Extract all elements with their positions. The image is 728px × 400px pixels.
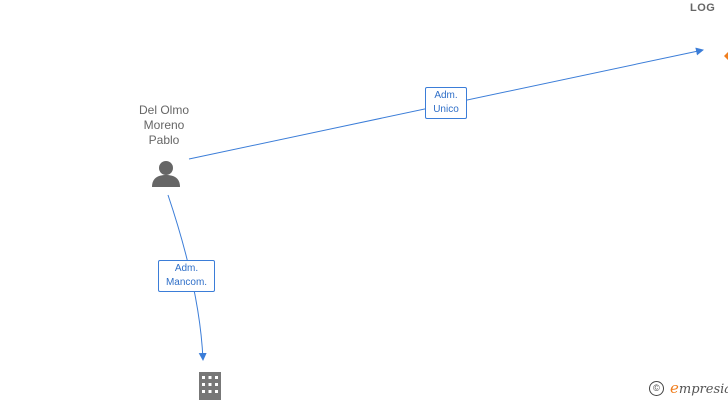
person-name-line: Moreno — [143, 118, 185, 132]
relation-label-adm-mancom: Adm. Mancom. — [158, 260, 215, 292]
person-name-line: Pablo — [148, 133, 180, 147]
brand-rest: mpresia — [678, 382, 728, 397]
person-icon[interactable] — [152, 161, 180, 187]
brand-name: empresia — [670, 379, 728, 397]
copyright-icon: © — [649, 380, 664, 396]
relation-label-adm-unico: Adm. Unico — [425, 87, 467, 119]
relation-label-line: Mancom. — [165, 277, 208, 288]
company-name-top[interactable]: LOG — [690, 2, 716, 14]
brand-initial: e — [670, 379, 679, 397]
relation-label-line: Adm. — [174, 263, 199, 274]
relation-label-line: Adm. — [434, 90, 458, 101]
company-marker-icon[interactable] — [724, 52, 728, 60]
person-name[interactable]: Del Olmo Moreno Pablo — [124, 103, 204, 148]
relation-label-line: Unico — [433, 104, 459, 115]
person-name-line: Del Olmo — [138, 103, 189, 117]
empresia-logo[interactable]: © empresia — [649, 378, 728, 398]
building-icon[interactable] — [199, 372, 221, 400]
